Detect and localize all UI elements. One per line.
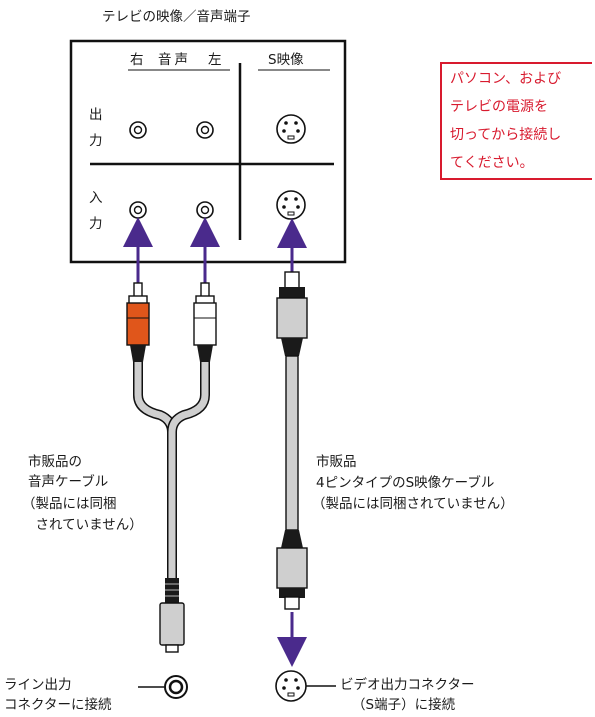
svideo-cable-label-2: 4ピンタイプのS映像ケーブル	[316, 475, 495, 491]
red-rca-plug	[126, 282, 150, 362]
audio-cable-label-4: されていません）	[22, 517, 143, 533]
output-svideo-jack	[276, 114, 306, 144]
audio-cable-label-3: （製品には同梱	[22, 496, 117, 512]
input-row-label-2: 力	[89, 216, 103, 232]
white-rca-plug	[193, 282, 217, 362]
svideo-cable-bottom-plug	[276, 530, 308, 610]
input-row-label-1: 入	[89, 190, 103, 206]
note-line-3: 切ってから接続し	[450, 127, 562, 143]
output-left-jack	[196, 121, 214, 139]
output-row-label-1: 出	[89, 107, 103, 123]
svideo-header-label: S映像	[268, 52, 304, 68]
line-out-label-1: ライン出力	[4, 677, 72, 693]
audio-right-label: 右	[130, 52, 144, 68]
line-out-label-2: コネクターに接続	[4, 697, 112, 713]
tv-terminal-panel	[69, 39, 347, 264]
audio-left-label: 左	[208, 52, 222, 68]
output-right-jack	[129, 121, 147, 139]
power-off-note: パソコン、および テレビの電源を 切ってから接続し てください。	[440, 62, 592, 180]
audio-header-label: 音声	[158, 52, 191, 68]
note-line-2: テレビの電源を	[450, 99, 548, 115]
panel-title: テレビの映像／音声端子	[102, 9, 251, 25]
output-row-label-2: 力	[89, 133, 103, 149]
note-line-1: パソコン、および	[450, 71, 562, 87]
svideo-cable	[285, 355, 299, 531]
note-line-4: てください。	[450, 155, 534, 171]
svideo-cable-label-1: 市販品	[316, 454, 357, 470]
video-out-label-1: ビデオ出力コネクター	[340, 677, 475, 693]
svideo-cable-label-3: （製品には同梱されていません）	[312, 496, 514, 512]
line-out-mini-plug	[159, 578, 185, 653]
audio-cable-label-1: 市販品の	[28, 454, 82, 470]
line-out-jack	[164, 675, 188, 699]
audio-cable	[133, 362, 210, 580]
video-out-label-2: （S端子）に接続	[352, 697, 456, 713]
svideo-cable-top-plug	[276, 271, 308, 356]
audio-cable-label-2: 音声ケーブル	[28, 474, 109, 490]
svideo-out-jack	[275, 670, 307, 702]
